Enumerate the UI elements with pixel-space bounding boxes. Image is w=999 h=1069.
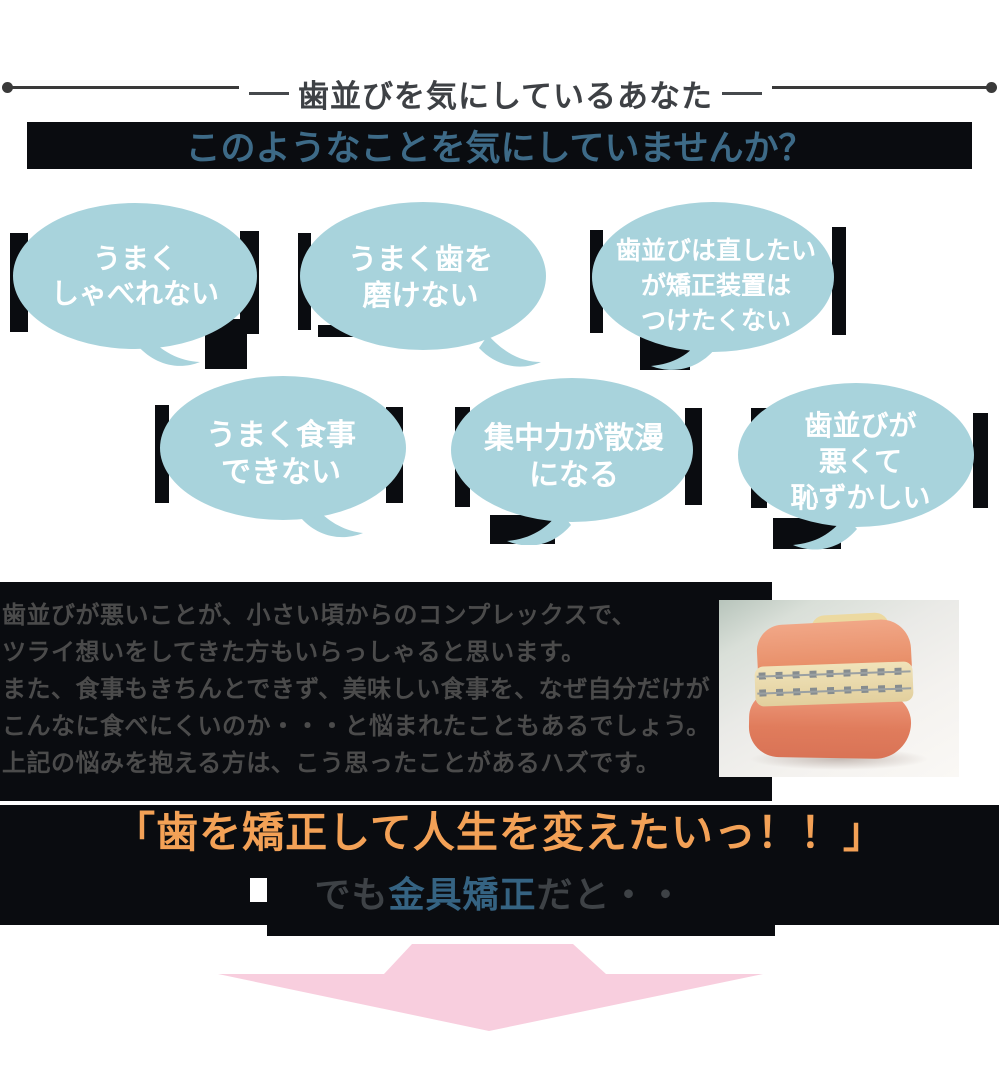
divider-line-right <box>772 86 991 89</box>
bubble-text: 歯並びが 悪くて 恥ずかしい <box>790 411 931 514</box>
braces-model-photo <box>719 600 959 777</box>
cta-subline-highlight: 金具矯正 <box>388 875 537 915</box>
paragraph-line: ツライ想いをしてきた方もいらっしゃると思います。 <box>2 639 586 666</box>
section-subtitle: 歯並びを気にしているあなた <box>239 66 772 120</box>
paragraph-line: また、食事もきちんとできず、美味しい食事を、なぜ自分だけが <box>2 676 711 703</box>
speech-bubble-shape <box>155 376 406 538</box>
cta-subline: でも金具矯正だと・・ <box>0 873 999 917</box>
subtitle-text: 歯並びを気にしているあなた <box>297 78 714 114</box>
bubble-text: うまく食事 できない <box>206 419 356 489</box>
speech-bubble-shape <box>298 202 546 367</box>
subtitle-dash-right <box>722 91 763 95</box>
section-title-banner: このようなことを気にしていませんか？ <box>27 122 972 169</box>
speech-bubble-shape <box>738 383 988 550</box>
cta-banner: 「歯を矯正して人生を変えたいっ！！」 でも金具矯正だと・・ <box>0 805 999 925</box>
cta-subline-prefix: でも <box>314 875 389 915</box>
photo-teeth-row <box>754 661 914 707</box>
cta-subline-suffix: だと・・ <box>536 875 685 915</box>
paragraph-line: 上記の悩みを抱える方は、こう思ったことがあるハズです。 <box>2 750 661 777</box>
section-title: このようなことを気にしていませんか？ <box>185 129 814 168</box>
subtitle-dash-left <box>248 91 289 95</box>
concerns-paragraph-block: 歯並びが悪いことが、小さい頃からのコンプレックスで、 ツライ想いをしてきた方もい… <box>0 582 772 801</box>
paragraph-line: こんなに食べにくいのか・・・と悩まれたこともあるでしょう。 <box>2 713 711 740</box>
speech-bubble-shape <box>590 202 846 370</box>
cta-headline: 「歯を矯正して人生を変えたいっ！！」 <box>113 811 886 857</box>
speech-bubble-shape <box>10 203 259 369</box>
speech-bubble-shape <box>451 378 702 545</box>
speech-bubble-no-braces: 歯並びは直したい が矯正装置は つけたくない <box>585 198 847 372</box>
speech-bubble-embarrassed: 歯並びが 悪くて 恥ずかしい <box>733 380 988 550</box>
speech-bubble-cannot-brush: うまく歯を 磨けない <box>293 200 548 372</box>
divider-dot-right <box>986 82 997 93</box>
down-arrow <box>218 944 763 1031</box>
divider-line-left <box>6 86 239 89</box>
bubble-text: うまく しゃべれない <box>50 244 219 310</box>
bubble-text: 歯並びは直したい が矯正装置は つけたくない <box>615 238 816 335</box>
speech-bubble-cannot-eat: うまく食事 できない <box>155 372 407 540</box>
divider-dot-left <box>2 82 13 93</box>
speech-bubble-cannot-speak: うまく しゃべれない <box>10 200 260 372</box>
speech-bubble-concentration: 集中力が散漫 になる <box>445 377 703 545</box>
concerns-paragraph: 歯並びが悪いことが、小さい頃からのコンプレックスで、 ツライ想いをしてきた方もい… <box>0 582 772 782</box>
cta-banner-bottom-strip <box>267 925 775 936</box>
bubble-text: うまく歯を 磨けない <box>347 244 493 312</box>
cta-banner-notch <box>250 878 267 902</box>
bubble-text: 集中力が散漫 になる <box>484 422 664 492</box>
paragraph-line: 歯並びが悪いことが、小さい頃からのコンプレックスで、 <box>2 602 637 629</box>
